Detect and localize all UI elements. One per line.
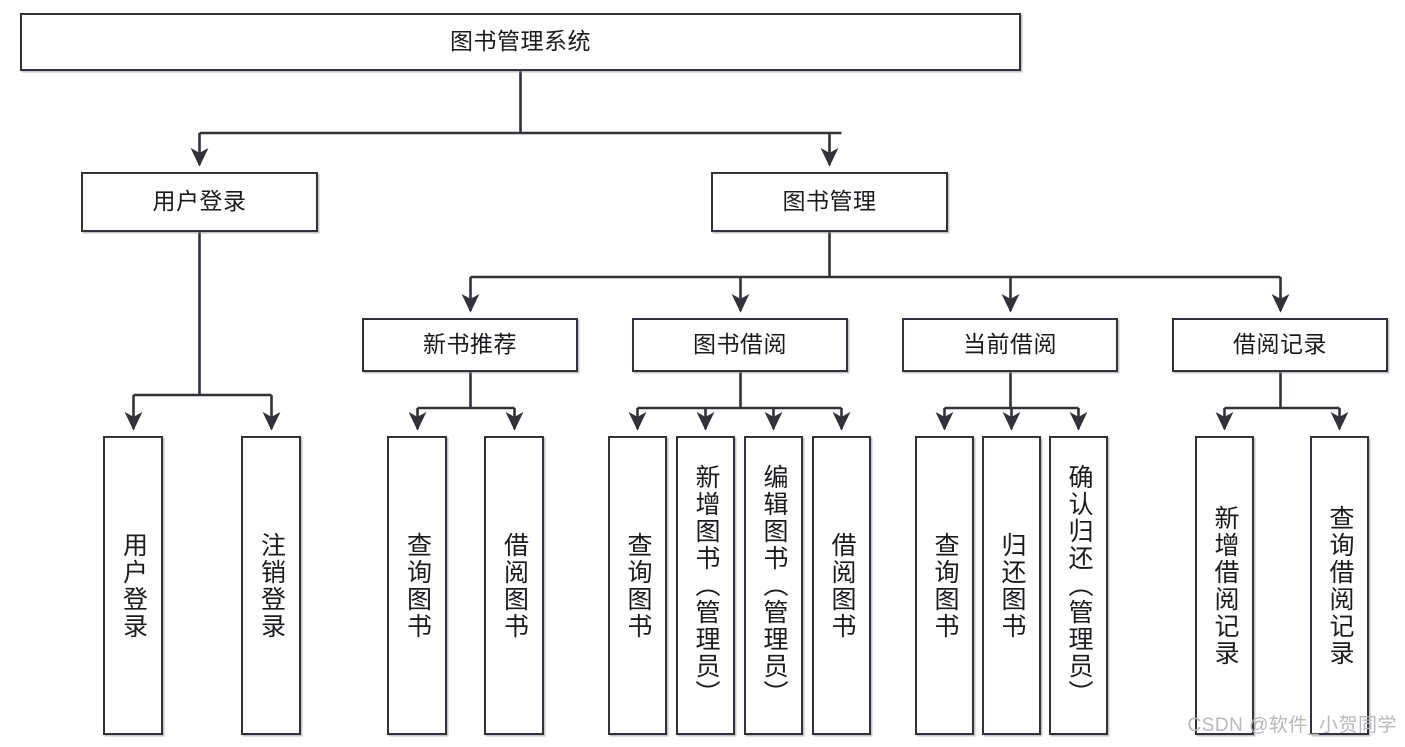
node-current-borrow[interactable]: 当前借阅 [902,318,1118,372]
node-leaf-query-book-3-label: 查询图书 [931,531,959,640]
node-leaf-query-book-2[interactable]: 查询图书 [608,436,667,735]
node-user-login-label: 用户登录 [152,188,247,215]
node-new-book-recommend-label: 新书推荐 [423,331,517,358]
node-root[interactable]: 图书管理系统 [20,13,1021,71]
node-leaf-edit-book-label: 编辑图书（管理员） [760,464,788,707]
node-new-book-recommend[interactable]: 新书推荐 [362,318,578,372]
node-leaf-return-book-label: 归还图书 [998,531,1026,640]
node-user-login[interactable]: 用户登录 [81,172,318,232]
node-borrow-record[interactable]: 借阅记录 [1172,318,1388,372]
node-leaf-query-book-3[interactable]: 查询图书 [915,436,974,735]
node-book-management-label: 图书管理 [782,188,877,215]
node-leaf-add-book-label: 新增图书（管理员） [692,464,720,707]
node-leaf-add-borrow-record[interactable]: 新增借阅记录 [1195,436,1254,735]
node-root-label: 图书管理系统 [450,28,591,55]
node-leaf-edit-book[interactable]: 编辑图书（管理员） [744,436,803,735]
node-leaf-confirm-return[interactable]: 确认归还（管理员） [1049,436,1108,735]
node-leaf-add-borrow-record-label: 新增借阅记录 [1211,504,1239,667]
node-leaf-borrow-book-1[interactable]: 借阅图书 [484,436,544,735]
node-leaf-user-login[interactable]: 用户登录 [103,436,163,735]
node-leaf-user-login-label: 用户登录 [119,531,148,640]
node-book-borrow-label: 图书借阅 [693,331,787,358]
node-book-management[interactable]: 图书管理 [711,172,948,232]
node-leaf-add-book[interactable]: 新增图书（管理员） [676,436,735,735]
node-current-borrow-label: 当前借阅 [963,331,1057,358]
node-leaf-user-logout[interactable]: 注销登录 [241,436,301,735]
node-leaf-confirm-return-label: 确认归还（管理员） [1065,464,1093,707]
watermark: CSDN @软件_小贺同学 [1187,715,1397,736]
node-leaf-return-book[interactable]: 归还图书 [982,436,1041,735]
node-leaf-borrow-book-1-label: 借阅图书 [500,531,529,640]
node-leaf-query-book-1-label: 查询图书 [403,531,432,640]
node-leaf-user-logout-label: 注销登录 [257,531,286,640]
node-leaf-query-borrow-record[interactable]: 查询借阅记录 [1310,436,1369,735]
node-leaf-query-borrow-record-label: 查询借阅记录 [1326,504,1354,667]
node-leaf-borrow-book-2-label: 借阅图书 [828,531,856,640]
node-leaf-borrow-book-2[interactable]: 借阅图书 [812,436,871,735]
node-leaf-query-book-1[interactable]: 查询图书 [387,436,447,735]
node-book-borrow[interactable]: 图书借阅 [632,318,848,372]
node-borrow-record-label: 借阅记录 [1233,331,1327,358]
node-leaf-query-book-2-label: 查询图书 [624,531,652,640]
